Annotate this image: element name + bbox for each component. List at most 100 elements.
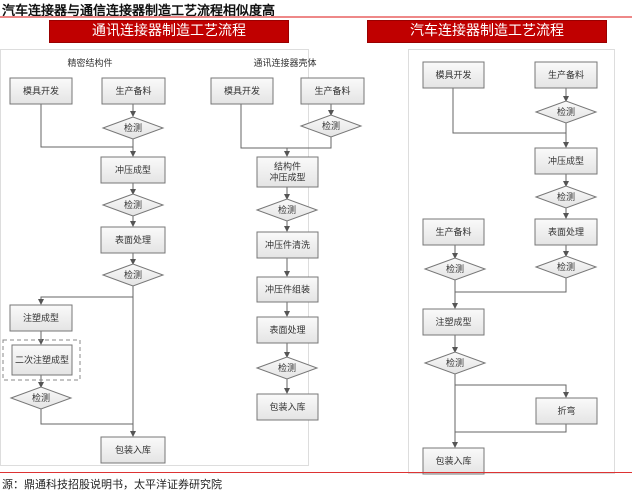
- stamping-node: 冲压成型: [534, 147, 598, 175]
- mold-dev-node-shape: [9, 77, 73, 105]
- mold-dev-node: 模具开发: [9, 77, 73, 105]
- packaging-node-shape: [422, 447, 485, 475]
- inspect-node-label: 检测: [124, 269, 142, 281]
- surface-treatment-node: 表面处理: [100, 226, 166, 254]
- inspect-node-shape: [534, 255, 598, 279]
- title-divider: [0, 16, 632, 18]
- inspect-node-label: 检测: [278, 362, 296, 374]
- inspect-node: 检测: [9, 386, 73, 410]
- inspect-node-shape: [255, 356, 319, 380]
- inspect-node-label: 检测: [557, 106, 575, 118]
- assembly-node-shape: [256, 276, 319, 303]
- inspect-node-label: 检测: [557, 261, 575, 273]
- inspect-node-shape: [423, 351, 487, 375]
- group-label-precision-parts: 精密结构件: [67, 57, 112, 69]
- structural-stamping-node-shape: [256, 156, 319, 188]
- bending-node-label: 折弯: [557, 405, 575, 417]
- assembly-node: 冲压件组装: [256, 276, 319, 303]
- inspect-node: 检测: [534, 255, 598, 279]
- inspect-node-label: 检测: [446, 357, 464, 369]
- packaging-node-label: 包装入库: [269, 401, 305, 413]
- surface-treatment-node-shape: [534, 218, 598, 246]
- injection-molding-node-label: 注塑成型: [23, 312, 59, 324]
- packaging-node: 包装入库: [422, 447, 485, 475]
- mold-dev-node-label: 模具开发: [435, 69, 471, 81]
- injection-molding-node-label: 注塑成型: [435, 316, 471, 328]
- packaging-node: 包装入库: [256, 393, 319, 421]
- inspect-node-shape: [9, 386, 73, 410]
- inspect-node: 检测: [101, 116, 165, 140]
- inspect-node-shape: [534, 185, 598, 209]
- surface-treatment-node-label: 表面处理: [269, 324, 305, 336]
- material-prep-node: 生产备料: [300, 77, 365, 105]
- material-prep-node-shape: [300, 77, 365, 105]
- structural-stamping-node-label: 冲压成型: [269, 172, 305, 184]
- surface-treatment-node-label: 表面处理: [548, 226, 584, 238]
- second-injection-node-label: 二次注塑成型: [15, 354, 69, 366]
- material-prep-node: 生产备料: [534, 61, 598, 89]
- inspect-node: 检测: [255, 356, 319, 380]
- material-prep-node: 生产备料: [422, 218, 485, 246]
- inspect-node-label: 检测: [557, 191, 575, 203]
- inspect-node: 检测: [423, 257, 487, 281]
- banner-telecom: 通讯连接器制造工艺流程: [49, 20, 289, 43]
- inspect-node-label: 检测: [278, 204, 296, 216]
- structural-stamping-node-label: 结构件: [274, 161, 301, 173]
- stamping-node: 冲压成型: [100, 156, 166, 184]
- cleaning-node-shape: [256, 231, 319, 259]
- inspect-node: 检测: [255, 198, 319, 222]
- material-prep-node-label: 生产备料: [314, 85, 350, 97]
- inspect-node-label: 检测: [124, 122, 142, 134]
- stamping-node-shape: [100, 156, 166, 184]
- mold-dev-node-shape: [422, 61, 485, 89]
- inspect-node-shape: [255, 198, 319, 222]
- packaging-node-label: 包装入库: [115, 444, 151, 456]
- second-injection-node-shape: [11, 344, 73, 376]
- mold-dev-node: 模具开发: [422, 61, 485, 89]
- connectors: [38, 88, 569, 448]
- second-injection-node: 二次注塑成型: [11, 344, 73, 376]
- injection-molding-node: 注塑成型: [9, 304, 73, 332]
- stamping-node-shape: [534, 147, 598, 175]
- inspect-node-label: 检测: [124, 199, 142, 211]
- inspect-node-shape: [101, 263, 165, 287]
- optional-step-frame: [2, 339, 81, 381]
- surface-treatment-node-shape: [256, 316, 319, 344]
- stamping-node-label: 冲压成型: [115, 164, 151, 176]
- inspect-node-label: 检测: [32, 392, 50, 404]
- inspect-node: 检测: [534, 100, 598, 124]
- stamping-node-label: 冲压成型: [548, 155, 584, 167]
- material-prep-node-label: 生产备料: [115, 85, 151, 97]
- injection-molding-node: 注塑成型: [422, 308, 485, 336]
- inspect-node-label: 检测: [322, 120, 340, 132]
- cleaning-node-label: 冲压件清洗: [265, 239, 310, 251]
- mold-dev-node-shape: [210, 77, 274, 105]
- bending-node: 折弯: [535, 397, 598, 425]
- injection-molding-node-shape: [422, 308, 485, 336]
- inspect-node: 检测: [101, 193, 165, 217]
- inspect-node-shape: [423, 257, 487, 281]
- material-prep-node-label: 生产备料: [435, 226, 471, 238]
- footer-divider: [0, 472, 632, 473]
- group-label-housing: 通讯连接器壳体: [253, 57, 316, 69]
- inspect-node: 检测: [299, 114, 363, 138]
- material-prep-node-label: 生产备料: [548, 69, 584, 81]
- material-prep-node-shape: [101, 77, 166, 105]
- inspect-node-shape: [101, 116, 165, 140]
- inspect-node: 检测: [101, 263, 165, 287]
- mold-dev-node-label: 模具开发: [23, 85, 59, 97]
- surface-treatment-node: 表面处理: [534, 218, 598, 246]
- banner-automotive: 汽车连接器制造工艺流程: [367, 20, 607, 43]
- packaging-node: 包装入库: [100, 436, 166, 464]
- material-prep-node: 生产备料: [101, 77, 166, 105]
- bending-node-shape: [535, 397, 598, 425]
- packaging-node-shape: [256, 393, 319, 421]
- cleaning-node: 冲压件清洗: [256, 231, 319, 259]
- mold-dev-node: 模具开发: [210, 77, 274, 105]
- inspect-node-label: 检测: [446, 263, 464, 275]
- source-note: 源：鼎通科技招股说明书，太平洋证券研究院: [2, 478, 222, 491]
- material-prep-node-shape: [422, 218, 485, 246]
- assembly-node-label: 冲压件组装: [265, 284, 310, 296]
